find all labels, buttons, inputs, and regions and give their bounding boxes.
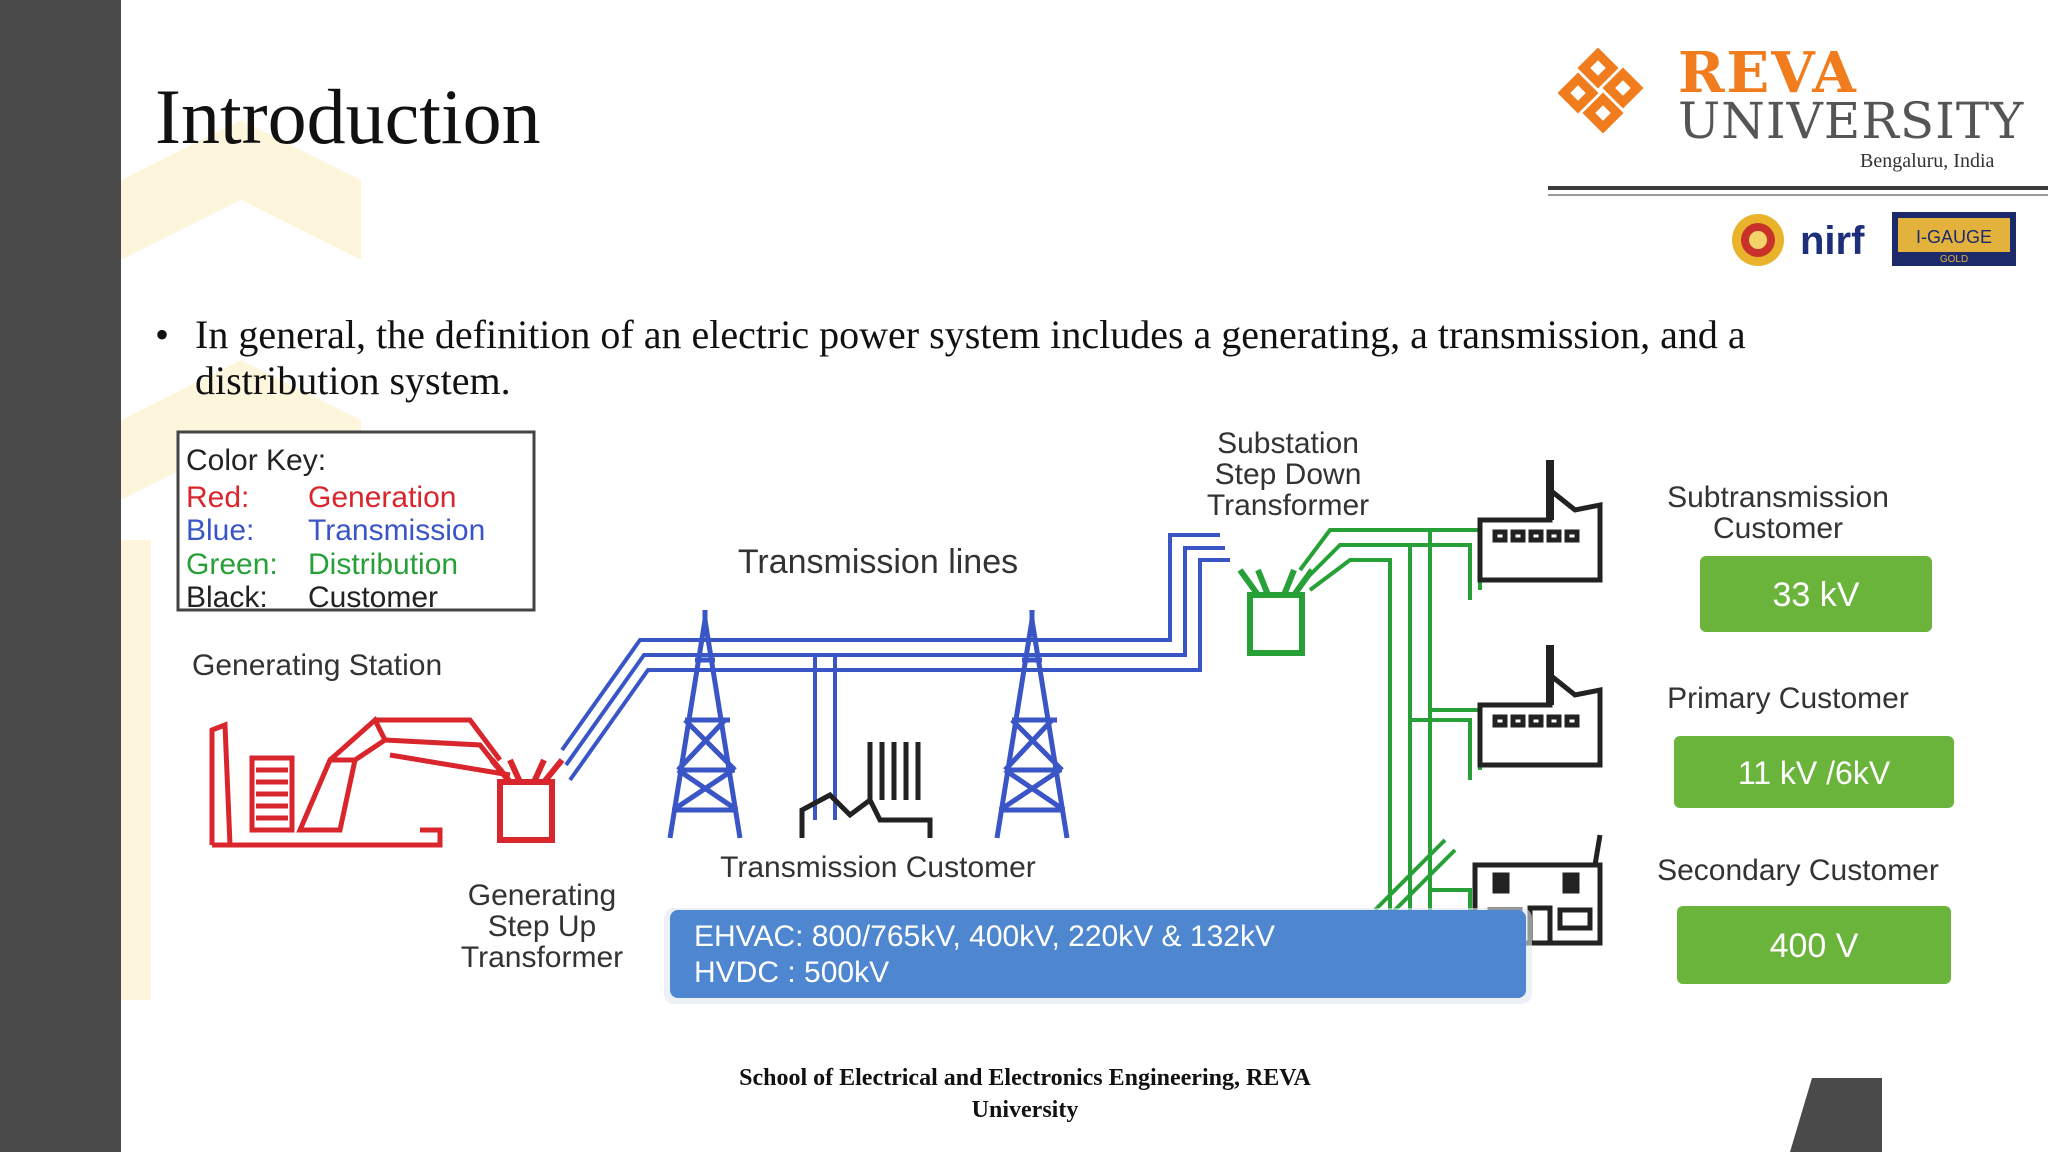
logo-name-reva: REVA bbox=[1678, 40, 1858, 106]
label-substation-3: Transformer bbox=[1207, 489, 1369, 522]
key-green-label: Green: bbox=[186, 548, 278, 581]
voltage-badge-400v: 400 V bbox=[1677, 906, 1951, 984]
logo-divider-thin bbox=[1548, 194, 2048, 196]
transmission-box-line2: HVDC : 500kV bbox=[694, 956, 889, 989]
transmission-voltage-box: EHVAC: 800/765kV, 400kV, 220kV & 132kV H… bbox=[664, 908, 1532, 1004]
svg-text:GOLD: GOLD bbox=[1940, 254, 1968, 265]
key-black-label: Black: bbox=[186, 581, 268, 614]
primary-customer-factory-icon bbox=[1477, 645, 1603, 768]
label-transmission-customer: Transmission Customer bbox=[720, 851, 1036, 884]
power-system-diagram: Color Key: Red: Generation Blue: Transmi… bbox=[176, 427, 1954, 1004]
voltage-badge-11kv: 11 kV /6kV bbox=[1674, 736, 1954, 808]
slide-title: Introduction bbox=[155, 73, 541, 160]
label-subtransmission-1: Subtransmission bbox=[1667, 481, 1889, 514]
svg-text:400 V: 400 V bbox=[1770, 927, 1859, 965]
color-key-title: Color Key: bbox=[186, 444, 326, 477]
svg-text:I-GAUGE: I-GAUGE bbox=[1916, 227, 1992, 247]
distribution-lines-icon bbox=[1298, 528, 1482, 960]
key-blue-meaning: Transmission bbox=[308, 514, 485, 547]
transmission-customer-factory-icon bbox=[799, 742, 933, 838]
transmission-box-line1: EHVAC: 800/765kV, 400kV, 220kV & 132kV bbox=[694, 920, 1275, 953]
logo-location: Bengaluru, India bbox=[1860, 150, 1995, 172]
voltage-badge-33kv: 33 kV bbox=[1700, 556, 1932, 632]
logo-divider bbox=[1548, 186, 2048, 190]
svg-text:11 kV /6kV: 11 kV /6kV bbox=[1738, 755, 1891, 791]
key-red-label: Red: bbox=[186, 481, 249, 514]
transmission-tower-left-icon bbox=[667, 610, 743, 839]
label-generating-station: Generating Station bbox=[192, 649, 442, 682]
corner-decoration-fill bbox=[1812, 1078, 1882, 1152]
key-blue-label: Blue: bbox=[186, 514, 254, 547]
label-gen-step-up-1: Generating bbox=[468, 879, 616, 912]
label-gen-step-up-2: Step Up bbox=[488, 910, 596, 943]
bullet-dot-icon: • bbox=[155, 312, 170, 357]
label-subtransmission-2: Customer bbox=[1713, 512, 1843, 545]
logo-name-university: UNIVERSITY bbox=[1678, 92, 2025, 150]
left-accent-bar bbox=[0, 0, 121, 1152]
key-green-meaning: Distribution bbox=[308, 548, 458, 581]
label-secondary-customer: Secondary Customer bbox=[1657, 854, 1939, 887]
label-substation-2: Step Down bbox=[1215, 458, 1362, 491]
color-key: Color Key: Red: Generation Blue: Transmi… bbox=[176, 430, 536, 614]
svg-text:33 kV: 33 kV bbox=[1773, 576, 1860, 614]
nirf-badge: nirf bbox=[1800, 219, 1865, 263]
label-gen-step-up-3: Transformer bbox=[461, 941, 623, 974]
aicte-seal-icon bbox=[1732, 214, 1784, 266]
knot-emblem-icon bbox=[1558, 48, 1644, 134]
substation-transformer-icon bbox=[1237, 568, 1315, 656]
footer-line1: School of Electrical and Electronics Eng… bbox=[739, 1065, 1311, 1091]
label-primary-customer: Primary Customer bbox=[1667, 682, 1909, 715]
footer-line2: University bbox=[971, 1097, 1079, 1123]
gen-step-up-transformer-icon bbox=[489, 758, 565, 843]
subtransmission-factory-icon bbox=[1477, 460, 1603, 583]
generating-station-icon bbox=[209, 715, 511, 848]
reva-university-logo: REVA UNIVERSITY Bengaluru, India bbox=[1548, 40, 2048, 270]
bullet-text: In general, the definition of an electri… bbox=[195, 312, 1746, 403]
transmission-tower-right-icon bbox=[994, 610, 1070, 839]
transmission-lines-icon bbox=[560, 533, 1230, 820]
key-red-meaning: Generation bbox=[308, 481, 456, 514]
key-black-meaning: Customer bbox=[308, 581, 438, 614]
accreditation-badges: nirf I-GAUGE GOLD bbox=[1730, 210, 2020, 270]
igauge-badge: I-GAUGE GOLD bbox=[1892, 212, 2016, 266]
slide-footer: School of Electrical and Electronics Eng… bbox=[660, 1062, 1390, 1126]
label-substation-1: Substation bbox=[1217, 427, 1359, 460]
label-transmission-lines: Transmission lines bbox=[738, 543, 1018, 581]
